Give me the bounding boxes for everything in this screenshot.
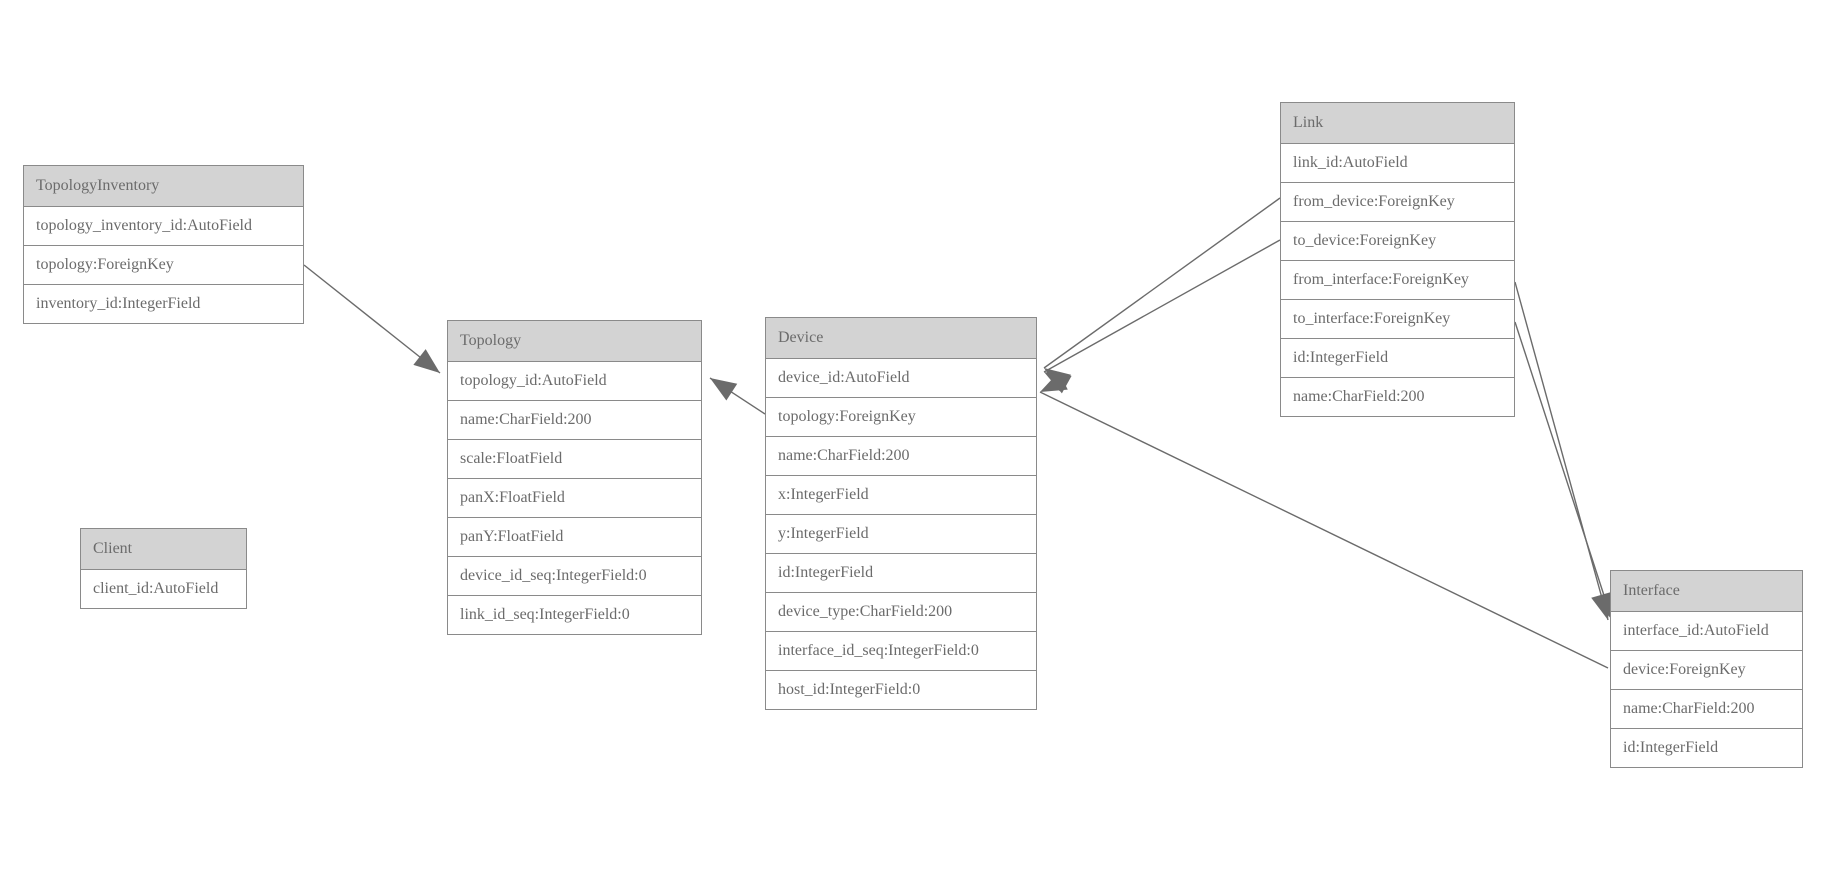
entity-field-row[interactable]: device_id_seq:IntegerField:0 bbox=[448, 557, 701, 596]
arrow-head-icon-link-from-device bbox=[1044, 368, 1072, 392]
entity-field-row[interactable]: panY:FloatField bbox=[448, 518, 701, 557]
relationship-edge-link-to-device bbox=[1043, 239, 1281, 373]
entity-field-row[interactable]: device_type:CharField:200 bbox=[766, 593, 1036, 632]
entity-title-device: Device bbox=[766, 318, 1036, 359]
entity-field-row[interactable]: from_device:ForeignKey bbox=[1281, 183, 1514, 222]
entity-field-row[interactable]: name:CharField:200 bbox=[766, 437, 1036, 476]
entity-field-row[interactable]: scale:FloatField bbox=[448, 440, 701, 479]
entity-field-row[interactable]: to_interface:ForeignKey bbox=[1281, 300, 1514, 339]
arrow-head-icon-device-topology bbox=[710, 378, 738, 401]
entity-field-row[interactable]: client_id:AutoField bbox=[81, 570, 246, 608]
entity-field-row[interactable]: topology:ForeignKey bbox=[24, 246, 303, 285]
entity-field-row[interactable]: link_id:AutoField bbox=[1281, 144, 1514, 183]
entity-field-row[interactable]: to_device:ForeignKey bbox=[1281, 222, 1514, 261]
relationship-edge-link-from-device bbox=[1043, 197, 1281, 369]
relationship-edge-topologyinventory-topology bbox=[303, 264, 441, 374]
entity-field-row[interactable]: y:IntegerField bbox=[766, 515, 1036, 554]
relationship-edge-device-topology bbox=[709, 377, 766, 415]
entity-field-row[interactable]: device:ForeignKey bbox=[1611, 651, 1802, 690]
entity-field-row[interactable]: name:CharField:200 bbox=[1611, 690, 1802, 729]
arrow-head-icon-device-interface bbox=[1040, 371, 1068, 392]
entity-field-row[interactable]: topology_id:AutoField bbox=[448, 362, 701, 401]
entity-title-link: Link bbox=[1281, 103, 1514, 144]
entity-title-interface: Interface bbox=[1611, 571, 1802, 612]
entity-field-row[interactable]: topology:ForeignKey bbox=[766, 398, 1036, 437]
arrow-head-icon-link-to-device bbox=[1044, 372, 1072, 394]
entity-field-row[interactable]: id:IntegerField bbox=[766, 554, 1036, 593]
entity-field-row[interactable]: interface_id_seq:IntegerField:0 bbox=[766, 632, 1036, 671]
entity-field-row[interactable]: from_interface:ForeignKey bbox=[1281, 261, 1514, 300]
relationship-edge-link-from-interface bbox=[1514, 281, 1609, 621]
entity-field-row[interactable]: id:IntegerField bbox=[1281, 339, 1514, 378]
entity-field-row[interactable]: name:CharField:200 bbox=[448, 401, 701, 440]
arrow-head-icon-topologyinventory-topology bbox=[413, 349, 440, 373]
entity-title-topology: Topology bbox=[448, 321, 701, 362]
entity-field-row[interactable]: inventory_id:IntegerField bbox=[24, 285, 303, 323]
entity-field-row[interactable]: panX:FloatField bbox=[448, 479, 701, 518]
entity-field-row[interactable]: link_id_seq:IntegerField:0 bbox=[448, 596, 701, 634]
relationship-edge-device-interface bbox=[1039, 391, 1609, 669]
entity-field-row[interactable]: name:CharField:200 bbox=[1281, 378, 1514, 416]
entity-field-row[interactable]: topology_inventory_id:AutoField bbox=[24, 207, 303, 246]
entity-field-row[interactable]: device_id:AutoField bbox=[766, 359, 1036, 398]
entity-field-row[interactable]: id:IntegerField bbox=[1611, 729, 1802, 767]
entity-title-topology_inventory: TopologyInventory bbox=[24, 166, 303, 207]
entity-title-client: Client bbox=[81, 529, 246, 570]
entity-field-row[interactable]: interface_id:AutoField bbox=[1611, 612, 1802, 651]
entity-field-row[interactable]: host_id:IntegerField:0 bbox=[766, 671, 1036, 709]
entity-field-row[interactable]: x:IntegerField bbox=[766, 476, 1036, 515]
relationship-edge-link-to-interface bbox=[1514, 321, 1613, 621]
